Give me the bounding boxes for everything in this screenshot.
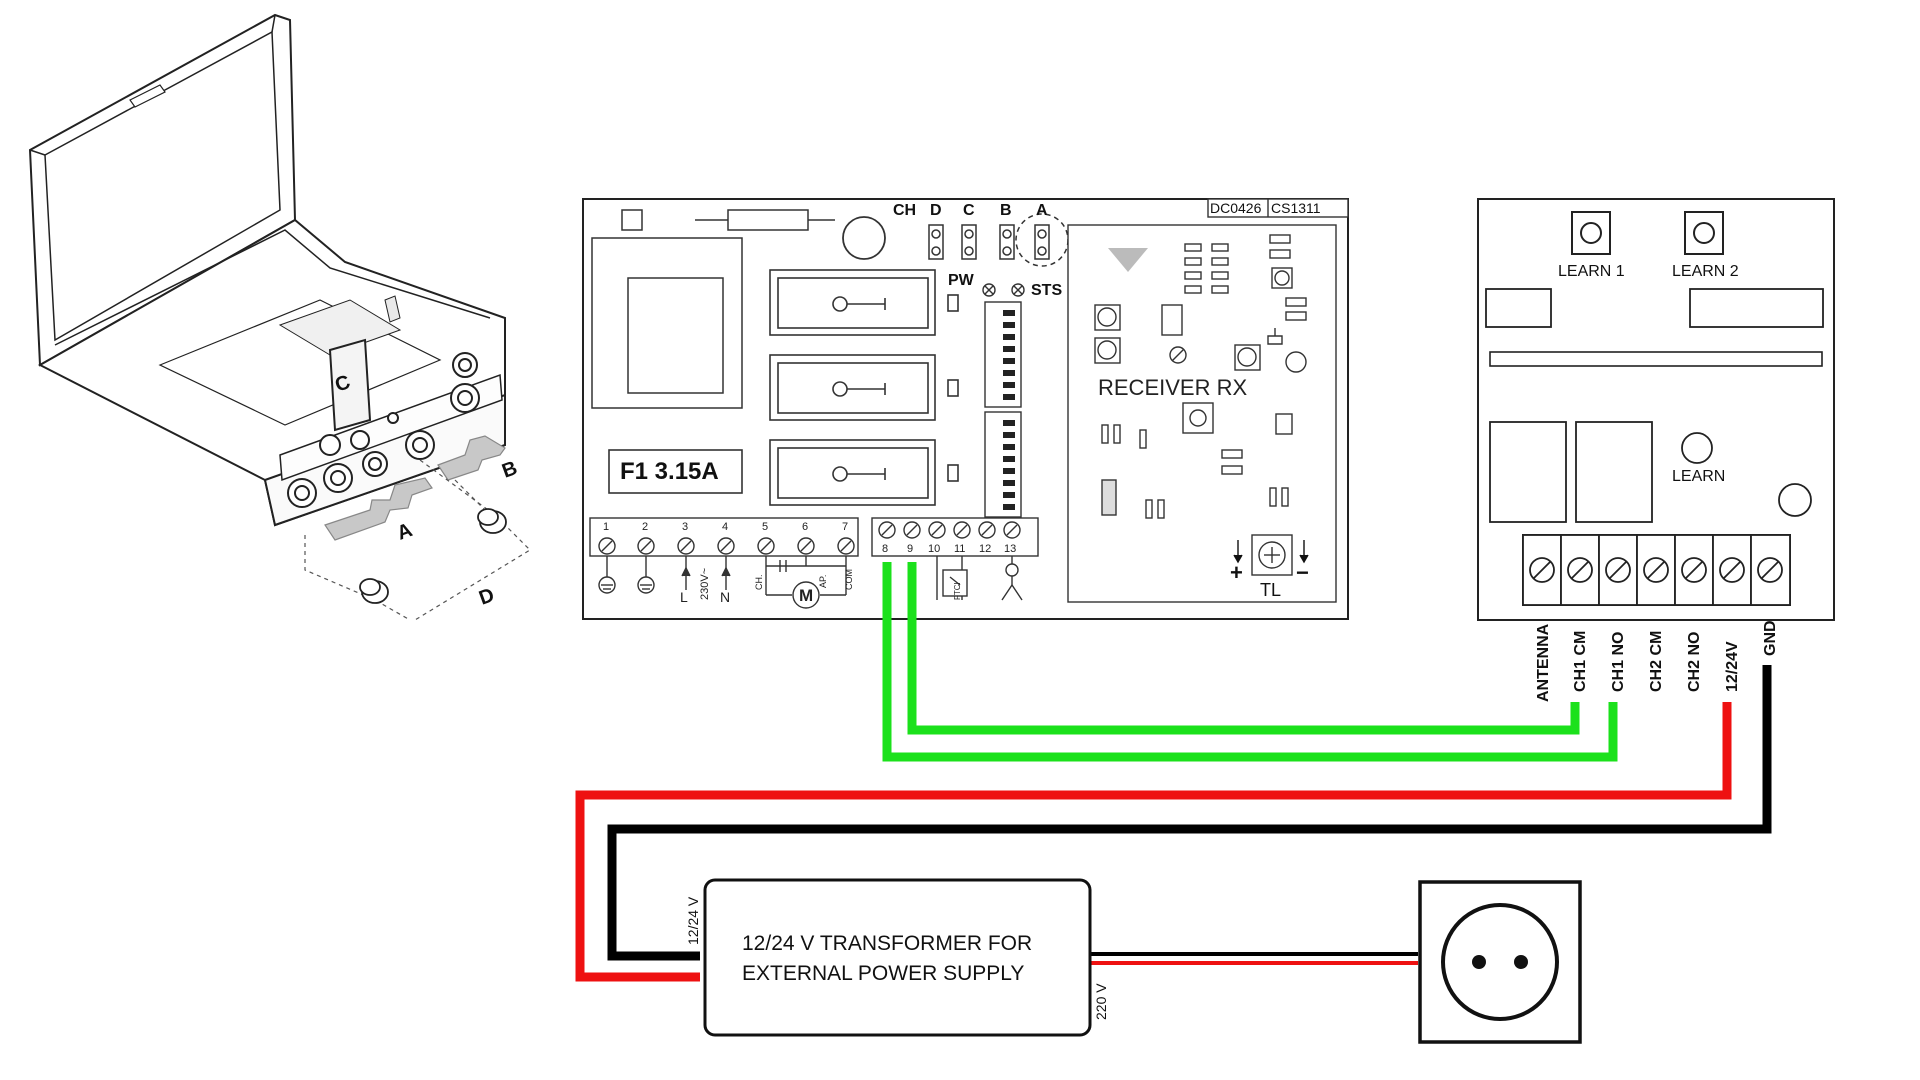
enclosure-label-c: C	[332, 371, 353, 397]
pin-ch2-cm: CH2 CM	[1648, 631, 1665, 692]
sub-230v: 230V~	[699, 568, 711, 600]
terminal-11: 11	[954, 543, 965, 555]
sub-ap: AP.	[818, 575, 828, 588]
terminal-3: 3	[682, 521, 688, 533]
tl-plus: +	[1230, 560, 1243, 585]
motor-label: M	[799, 586, 813, 605]
board-code-1: DC0426	[1210, 200, 1262, 216]
wire-red-12-24v	[575, 702, 1732, 982]
jumper-label-b: B	[1000, 202, 1012, 219]
transformer-line2: EXTERNAL POWER SUPPLY	[742, 962, 1024, 985]
wire-green-terminal8-ch1no	[882, 562, 1618, 762]
terminal-5: 5	[762, 521, 768, 533]
wire-black-gnd	[607, 665, 1772, 961]
jumper-label-c: C	[963, 202, 975, 219]
sub-l: L	[680, 589, 688, 605]
terminal-12: 12	[979, 543, 991, 555]
control-board: CH D C B A PW STS DC0426 CS1	[582, 198, 1349, 620]
terminal-strip-right	[871, 517, 1039, 601]
terminal-7: 7	[842, 521, 848, 533]
tl-label: TL	[1260, 580, 1281, 600]
fuse-label: F1 3.15A	[620, 458, 719, 485]
terminal-8: 8	[882, 543, 888, 555]
terminal-4: 4	[722, 521, 728, 533]
enclosure-label-a: A	[394, 519, 415, 545]
terminal-6: 6	[802, 521, 808, 533]
transformer-in-label: 220 V	[1093, 983, 1109, 1020]
wall-socket-icon	[1418, 880, 1582, 1044]
terminal-1: 1	[603, 521, 609, 533]
sts-label: STS	[1031, 282, 1062, 299]
transformer-out-label: 12/24 V	[685, 896, 701, 945]
terminal-10: 10	[928, 543, 940, 555]
ftc-label: FTCI	[953, 582, 962, 600]
jumper-label-a: A	[1036, 202, 1048, 219]
wires	[575, 562, 1772, 982]
pin-antenna: ANTENNA	[1535, 623, 1552, 702]
wire-green-terminal9-ch1cm	[907, 562, 1580, 735]
jumper-label-ch: CH	[893, 202, 916, 219]
pin-12-24v: 12/24V	[1724, 641, 1741, 692]
terminal-13: 13	[1004, 543, 1016, 555]
pin-ch2-no: CH2 NO	[1686, 632, 1703, 692]
board-code-2: CS1311	[1271, 200, 1321, 216]
receiver-rx-label: RECEIVER RX	[1098, 375, 1247, 400]
learn2-label: LEARN 2	[1672, 263, 1739, 280]
pw-label: PW	[948, 272, 975, 289]
pin-ch1-no: CH1 NO	[1610, 632, 1627, 692]
enclosure-label-d: D	[476, 584, 497, 610]
terminal-strip-left	[589, 517, 859, 609]
learn-label: LEARN	[1672, 468, 1725, 485]
receiver-rx-module	[1067, 224, 1337, 603]
enclosure-label-b: B	[499, 457, 520, 483]
tl-minus: −	[1296, 560, 1309, 585]
transformer-box: 12/24 V TRANSFORMER FOR EXTERNAL POWER S…	[685, 878, 1109, 1037]
transformer-line1: 12/24 V TRANSFORMER FOR	[742, 932, 1032, 955]
terminal-2: 2	[642, 521, 648, 533]
sub-com: COM	[844, 569, 854, 590]
pin-ch1-cm: CH1 CM	[1572, 631, 1589, 692]
terminal-9: 9	[907, 543, 913, 555]
relay-receiver-module	[1477, 198, 1835, 621]
dip-switches	[984, 301, 1022, 518]
learn1-label: LEARN 1	[1558, 263, 1625, 280]
jumper-label-d: D	[930, 202, 942, 219]
enclosure-illustration	[28, 13, 531, 621]
sub-ch: CH.	[754, 575, 764, 591]
pin-gnd: GND	[1762, 620, 1779, 656]
sub-n: N	[720, 589, 730, 605]
